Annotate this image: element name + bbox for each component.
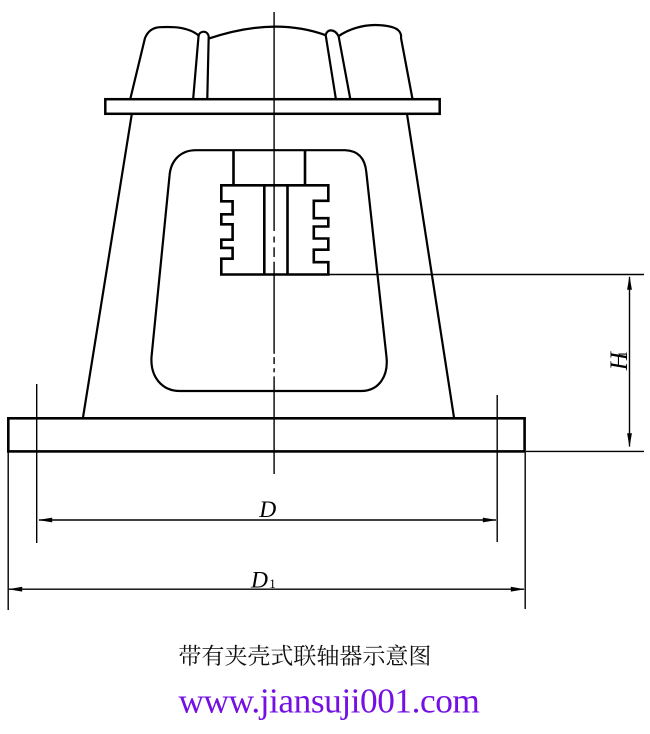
svg-text:D: D (250, 567, 268, 593)
svg-text:H: H (606, 350, 633, 371)
svg-text:1: 1 (615, 351, 630, 358)
svg-text:1: 1 (269, 576, 276, 591)
svg-text:www.jiansuji001.com: www.jiansuji001.com (179, 681, 480, 720)
svg-text:D: D (258, 497, 276, 523)
